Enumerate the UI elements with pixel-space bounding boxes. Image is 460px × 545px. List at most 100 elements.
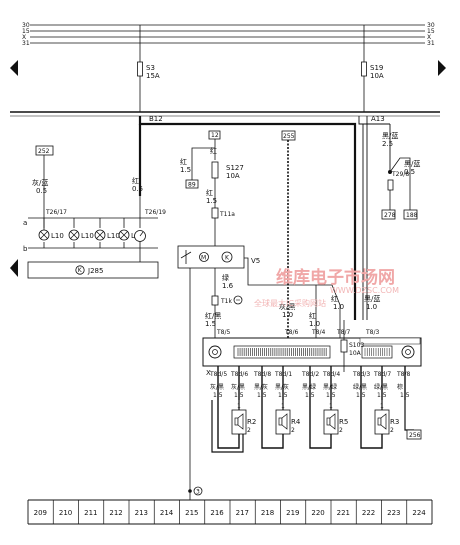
lower-pin-label-6: T8d/3 [352,371,370,378]
black-blue-wire-gauge: 1.0 [366,303,377,311]
t8-6-label: T8/6 [284,329,299,336]
rail-30-label-right: 30 [427,22,435,29]
speaker-label-3: R3 [390,418,399,426]
a13-branch [358,116,391,320]
speaker-label-1: R4 [291,418,301,426]
lower-wire-8: T8/8棕1.5 [396,366,411,400]
lower-wire-color-6: 绿/黑 [353,383,367,391]
red-black-wire-color: 红/黑 [205,311,221,320]
lower-wire-color-0: 灰/黑 [210,383,224,391]
ruler-cell-221: 221 [337,509,350,517]
ruler-cell-209: 209 [34,509,47,517]
prev-page-arrow-icon[interactable] [10,60,18,76]
a13-label: A13 [371,115,385,123]
motor-m-label: M [201,255,206,262]
lower-wire-color-7: 绿/黑 [374,383,388,391]
fuse-s3: S3 15A [137,25,160,112]
lower-wire-gauge-6: 1.5 [356,392,366,399]
lower-wire-3: T8d/1黑/灰1.5 [274,366,292,400]
lower-wire-gauge-5: 1.5 [326,392,336,399]
rail-31-label-left: 31 [22,40,30,47]
speaker-pin2-2: 2 [339,427,343,434]
lower-wire-color-1: 灰/黑 [231,383,245,391]
lower-wire-harness: T8d/5灰/黑1.5T8d/6灰/黑1.5T8d/8黑/灰1.5T8d/1黑/… [209,366,414,431]
mid-right-wire-gauge: 0.5 [404,168,415,176]
t11a-label: T11a [219,211,235,218]
gray-black-wire-color: 灰/黑 [279,302,295,311]
lamp-label-1: L10 [81,232,94,240]
antenna-coil-icon [233,295,243,305]
next-page-arrow-icon[interactable] [438,60,446,76]
red-t11-wire-gauge: 1.5 [206,197,217,205]
b12-label: B12 [149,115,163,123]
lamp-label-2: L10 [107,232,120,240]
b12-bus [138,116,357,320]
ruler-cell-210: 210 [59,509,72,517]
t8-4-label: T8/4 [311,329,326,336]
lower-pin-label-0: T8d/5 [209,371,227,378]
ruler-cell-222: 222 [362,509,375,517]
ref-box-278: 278 [384,212,396,219]
red-wire-2-color: 红 [331,294,338,303]
lower-wire-gauge-1: 1.5 [234,392,244,399]
red-s127b-wire-gauge: 1.5 [180,166,191,174]
ref-box-12: 12 [211,132,219,139]
radio-display-ticks [237,348,390,356]
lower-wire-color-4: 黑/绿 [302,383,316,391]
ground-point-3: 3 [188,486,203,496]
lamp-label-0: L10 [51,232,64,240]
lower-wire-5: T8d/4黑/绿1.5 [322,366,340,400]
lower-pin-label-1: T8d/6 [230,371,248,378]
lower-wire-gauge-4: 1.5 [305,392,315,399]
lower-wire-6: T8d/3 绿/黑1.5 [352,366,370,400]
lower-wire-gauge-8: 1.5 [400,392,410,399]
speaker-pin1-1: 1 [281,403,285,410]
lower-pin-label-4: T8d/2 [301,371,319,378]
center-feed [177,130,341,500]
red-main-wire-gauge: 0.5 [132,185,143,193]
clock-gauge-icon [134,230,146,242]
fuse-s103: S103 10A [340,320,364,372]
speaker-pin2-0: 2 [247,427,251,434]
red-black-wire-gauge: 1.5 [205,320,216,328]
prev-page-arrow-lower-icon[interactable] [10,259,18,277]
ruler-cell-211: 211 [84,509,97,517]
ruler-cell-218: 218 [261,509,274,517]
lower-wire-1: T8d/6 灰/黑1.5 [230,366,248,400]
lower-wire-gauge-0: 1.5 [213,392,223,399]
green-wire-gauge: 1.6 [222,282,234,290]
ruler-cell-217: 217 [236,509,249,517]
lower-wire-color-2: 黑/灰 [254,383,268,391]
t8-7-label: T8/7 [336,329,351,336]
lower-pin-label-2: T8d/8 [253,371,271,378]
lower-wire-gauge-2: 1.5 [257,392,267,399]
t29-label: T29/8 [391,171,409,178]
lamp-row: L10L10L10L8 [38,218,139,248]
red-s127-wire-color: 红 [210,146,217,155]
fuse-s3-label: S3 [146,64,155,72]
lower-wire-color-5: 黑/绿 [323,383,337,391]
red-s127b-wire-color: 红 [180,157,187,166]
fuse-s19-label: S19 [370,64,383,72]
fuse-s3-rating: 15A [146,72,160,80]
j285-label: J285 [87,267,103,275]
lamp-0: L10 [38,218,64,248]
red-main-wire-color: 红 [132,176,139,185]
ref-box-256: 256 [409,432,421,439]
lower-wire-7: T8d/7绿/黑1.5 [373,366,391,400]
ruler-cell-212: 212 [109,509,122,517]
relay-k-label: K [225,255,230,262]
watermark-url: WWW.DZSC.COM [330,286,399,295]
top-right-wire-gauge: 2.5 [382,140,393,148]
ruler-cell-216: 216 [210,509,224,517]
v5-motor-unit: M K [180,250,233,264]
ground-point-3-label: 3 [196,489,200,496]
fuse-s19-rating: 10A [370,72,384,80]
rail-15-label-right: 15 [427,28,435,35]
watermark-brand: 维库电子市场网 [276,267,395,288]
